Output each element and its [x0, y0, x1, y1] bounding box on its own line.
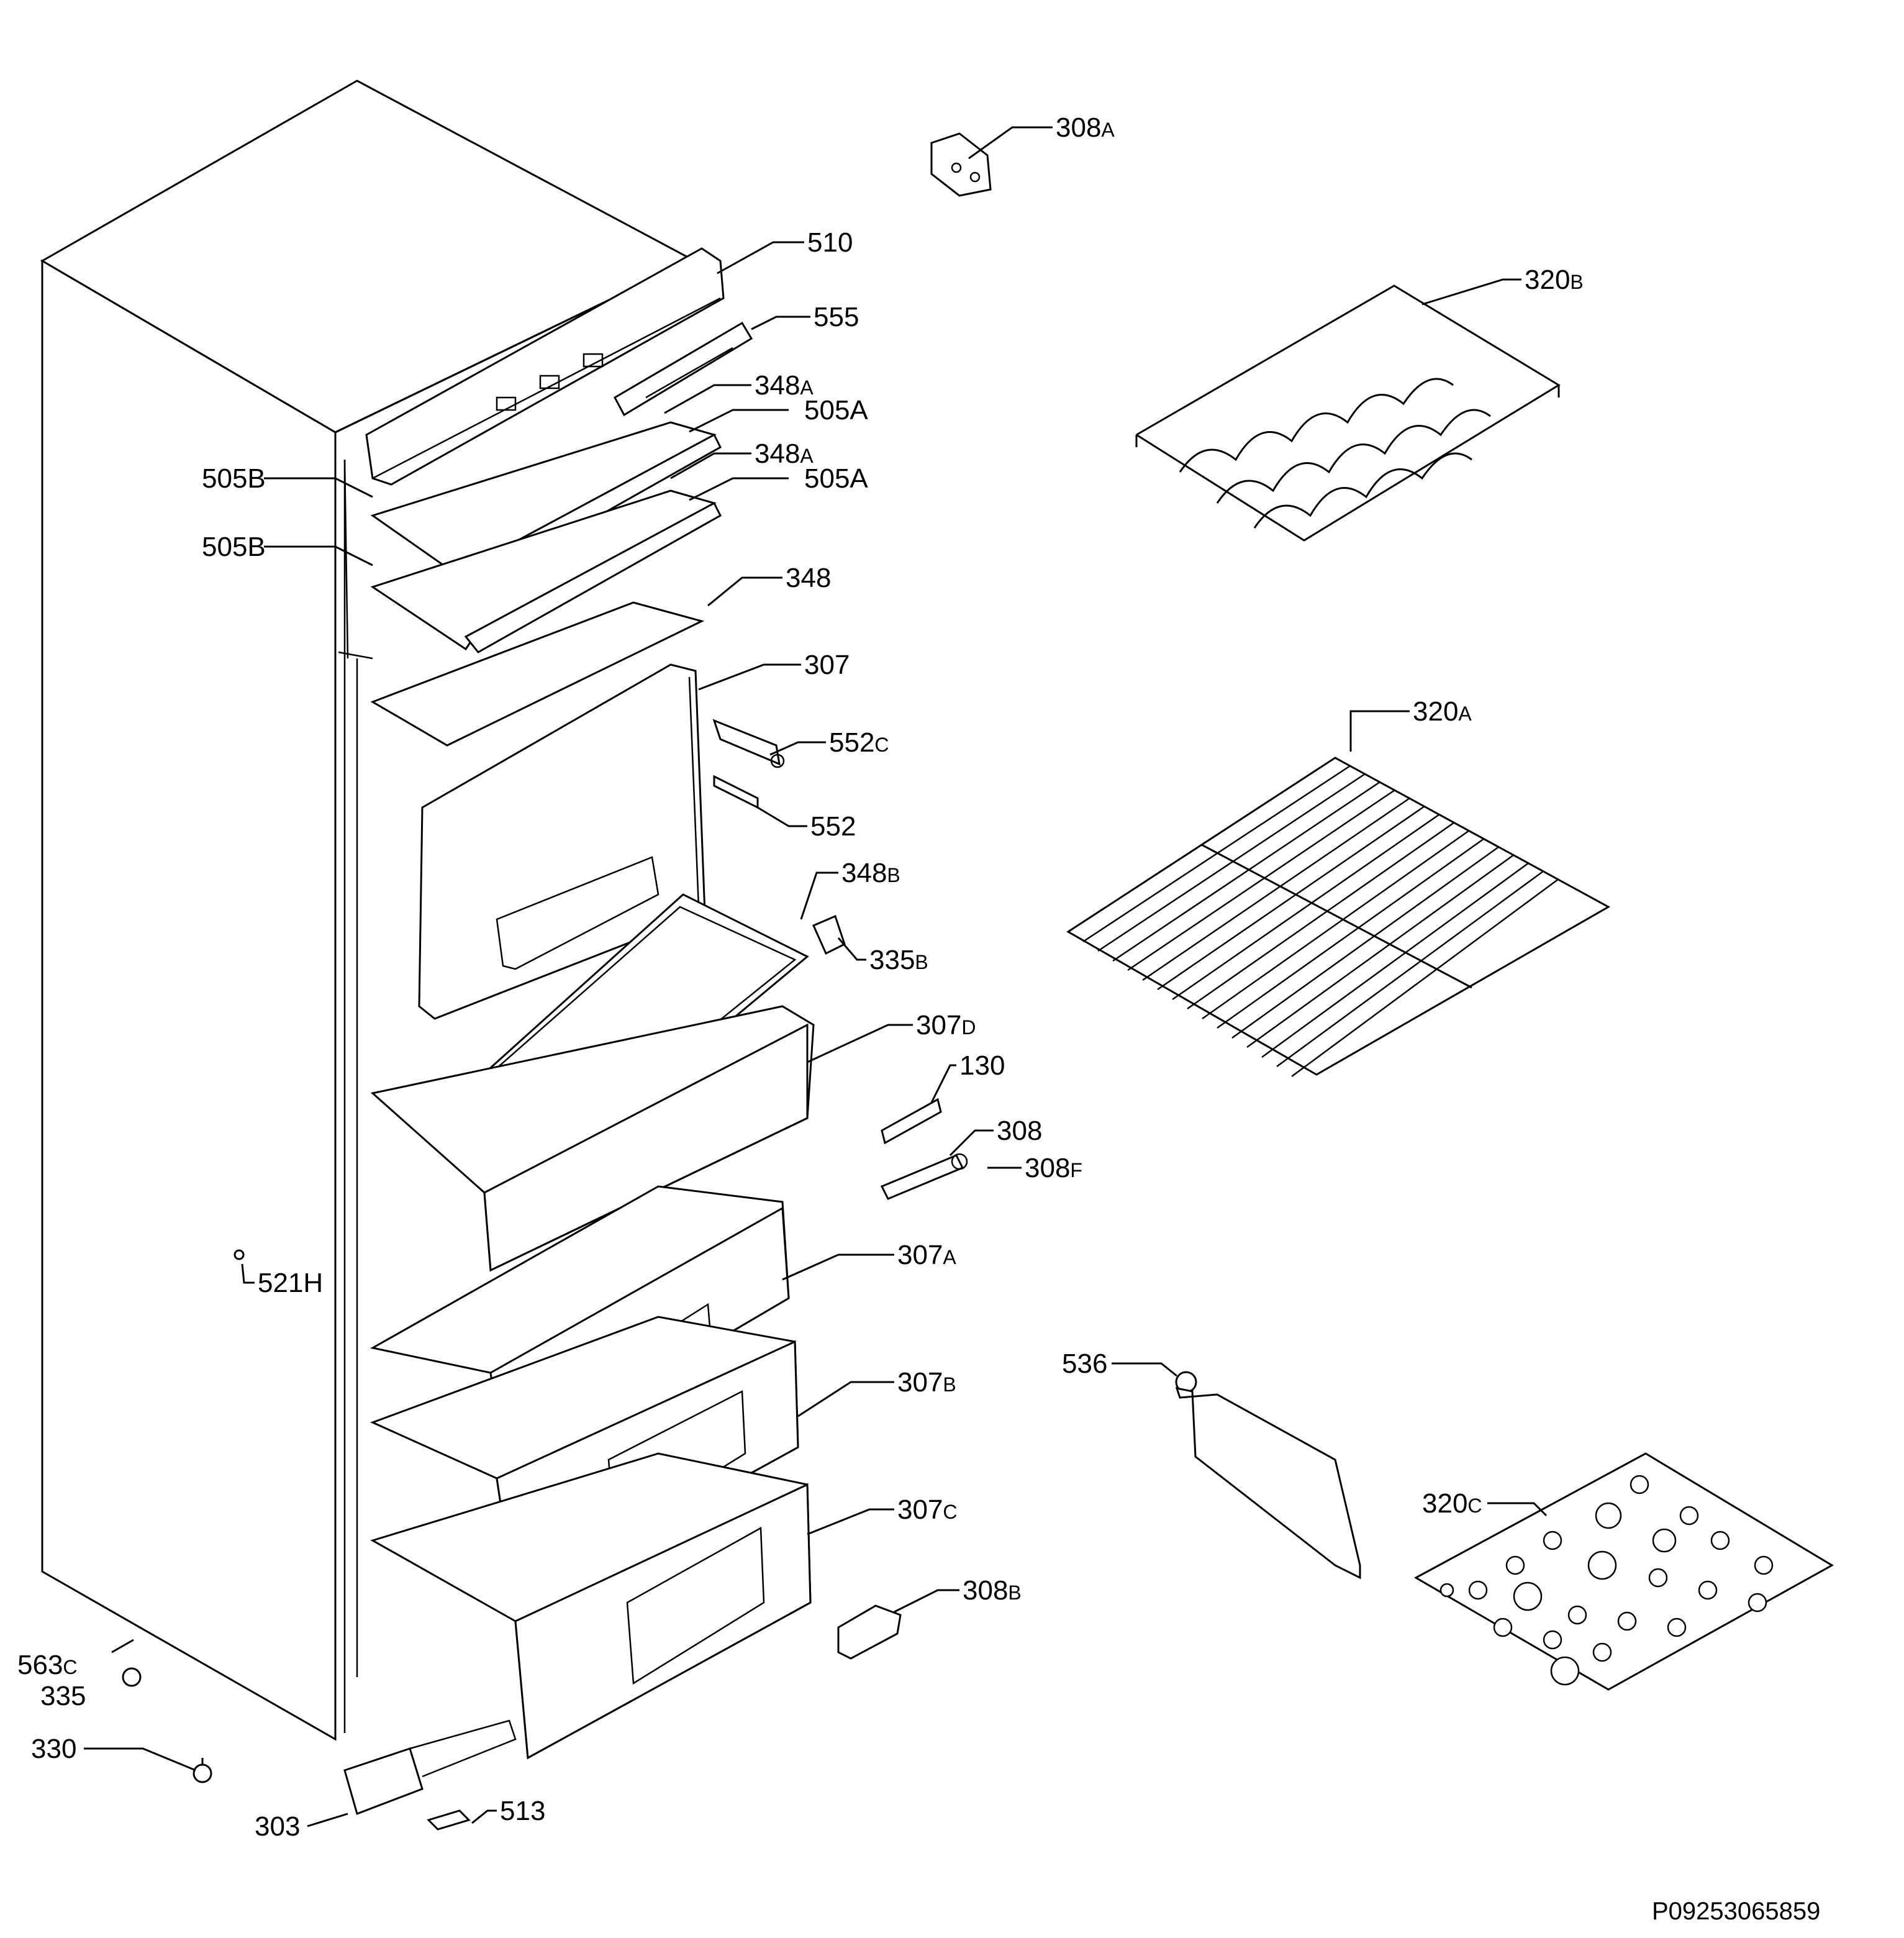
reference-code: P09253065859: [1652, 1898, 1820, 1925]
callout-348a-first: 348A: [755, 370, 814, 401]
cabinet-body: [40, 80, 695, 1741]
callout-552c: 552C: [829, 727, 889, 758]
callout-505b-first: 505B: [202, 463, 266, 494]
callout-348: 348: [786, 563, 831, 593]
callout-307: 307: [804, 650, 850, 680]
shelf-plate: [370, 601, 705, 747]
callout-307a: 307A: [897, 1240, 956, 1270]
callout-510: 510: [807, 227, 853, 258]
wine-rack: [1135, 284, 1561, 542]
bushing-335: [122, 1667, 142, 1687]
screw-521h: [233, 1249, 245, 1260]
callout-leaders: [84, 126, 1548, 1827]
divider-plate: [1175, 1371, 1361, 1580]
control-panel-part: [365, 247, 725, 486]
hinge-308a: [930, 132, 992, 197]
hinge-308: [880, 1153, 968, 1200]
rail-part: [613, 321, 753, 417]
plinth-part: [343, 1719, 517, 1815]
callout-307c: 307C: [897, 1494, 958, 1525]
drawer-307c: [370, 1452, 812, 1760]
perforated-plate: [1413, 1452, 1834, 1691]
pin-563c: [111, 1639, 134, 1654]
callout-308b: 308B: [963, 1575, 1022, 1606]
callout-307d: 307D: [916, 1010, 976, 1040]
callout-505a-first: 505A: [804, 395, 868, 425]
callout-348b: 348B: [841, 858, 900, 888]
callout-505b-second: 505B: [202, 532, 266, 562]
callout-335: 335: [40, 1681, 86, 1711]
callout-335b: 335B: [869, 945, 928, 975]
callout-308a: 308A: [1056, 112, 1115, 143]
drawer-307d: [370, 1005, 815, 1272]
callout-348a-second: 348A: [755, 439, 814, 469]
callout-320c: 320C: [1422, 1488, 1482, 1519]
callout-521h: 521H: [258, 1268, 323, 1298]
callout-505a-second: 505A: [804, 463, 868, 494]
callout-308f: 308F: [1025, 1153, 1082, 1183]
bracket-130: [881, 1098, 942, 1145]
callout-513: 513: [500, 1796, 545, 1826]
clip-513: [427, 1809, 471, 1831]
callout-130: 130: [959, 1050, 1005, 1081]
hinge-552: [713, 775, 759, 809]
callout-563c: 563C: [17, 1650, 78, 1680]
hinge-552c: [712, 719, 785, 768]
foot-330: [193, 1758, 212, 1783]
callout-555: 555: [814, 302, 859, 332]
wire-shelf: [1066, 757, 1611, 1078]
callout-320a: 320A: [1413, 696, 1472, 727]
callout-307b: 307B: [897, 1367, 956, 1398]
callout-552: 552: [810, 811, 856, 842]
callout-320b: 320B: [1525, 265, 1584, 295]
callout-308: 308: [997, 1116, 1042, 1146]
stopper-part: [812, 914, 846, 955]
callout-330: 330: [31, 1734, 76, 1764]
hinge-308b: [837, 1604, 902, 1660]
callout-303: 303: [255, 1811, 300, 1842]
callout-536: 536: [1062, 1349, 1107, 1379]
glass-shelf-lower: [370, 489, 722, 653]
